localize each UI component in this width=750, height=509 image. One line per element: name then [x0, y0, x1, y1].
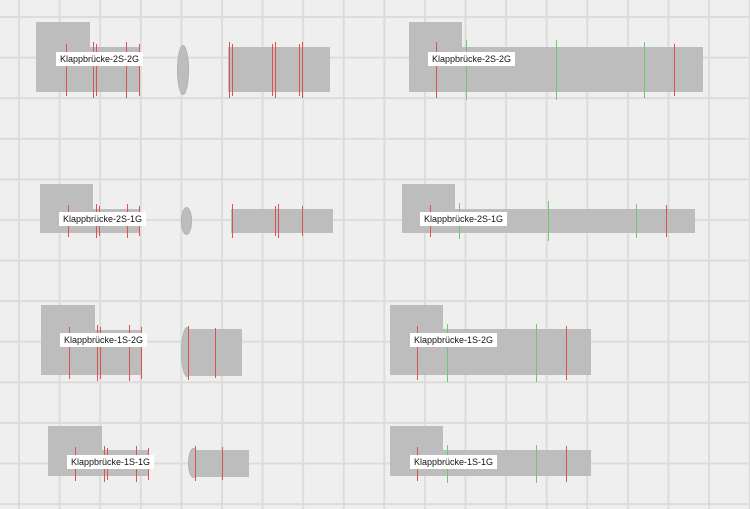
marker [536, 324, 537, 382]
marker [126, 42, 127, 98]
marker [139, 44, 140, 96]
component-label[interactable]: Klappbrücke-1S-1G [67, 455, 155, 469]
marker [69, 327, 70, 379]
marker [275, 42, 276, 98]
component-label[interactable]: Klappbrücke-2S-2G [56, 52, 144, 66]
block-segment [228, 47, 330, 92]
marker [556, 40, 557, 100]
marker [100, 327, 101, 379]
marker [275, 206, 276, 236]
ellipse-shape [181, 207, 192, 235]
marker [566, 446, 567, 482]
component-label[interactable]: Klappbrücke-1S-1G [410, 455, 498, 469]
marker [417, 326, 418, 380]
marker [548, 201, 549, 241]
marker [195, 446, 196, 481]
marker [215, 328, 216, 378]
marker [299, 44, 300, 96]
component-label[interactable]: Klappbrücke-1S-2G [410, 333, 498, 347]
block-segment [231, 209, 333, 233]
marker [188, 326, 189, 380]
marker [97, 325, 98, 381]
marker [674, 44, 675, 96]
component-label[interactable]: Klappbrücke-2S-1G [420, 212, 508, 226]
marker [93, 42, 94, 98]
component-label[interactable]: Klappbrücke-2S-2G [428, 52, 516, 66]
marker [447, 324, 448, 382]
marker [141, 327, 142, 379]
marker [229, 42, 230, 98]
marker [222, 447, 223, 480]
marker [129, 325, 130, 381]
component-label[interactable]: Klappbrücke-1S-2G [60, 333, 148, 347]
marker [666, 205, 667, 237]
ellipse-shape [177, 45, 189, 95]
marker [96, 44, 97, 96]
component-label[interactable]: Klappbrücke-2S-1G [59, 212, 147, 226]
marker [644, 42, 645, 98]
marker [466, 40, 467, 100]
block-segment [187, 329, 242, 376]
marker [302, 42, 303, 98]
marker [66, 44, 67, 96]
block-segment [194, 450, 249, 477]
marker [636, 204, 637, 238]
marker [302, 206, 303, 236]
marker [278, 204, 279, 238]
marker [536, 445, 537, 483]
marker [232, 44, 233, 96]
marker [232, 204, 233, 238]
marker [436, 42, 437, 98]
marker [272, 44, 273, 96]
marker [566, 326, 567, 380]
